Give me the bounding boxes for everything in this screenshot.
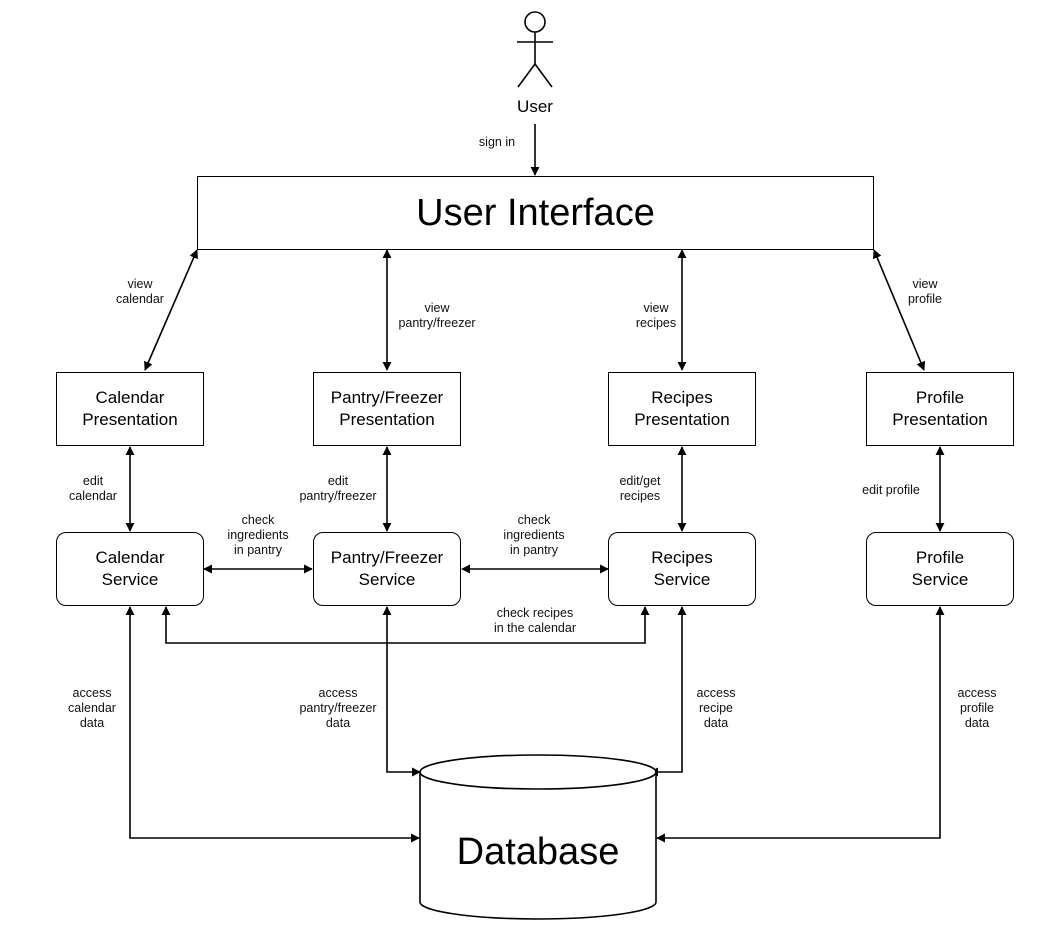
profile-presentation-label: Profile Presentation [892, 388, 988, 429]
pantry-presentation-box[interactable]: Pantry/Freezer Presentation [313, 372, 461, 446]
pantry-presentation-label: Pantry/Freezer Presentation [330, 388, 444, 429]
access-profile-label: access profile data [957, 686, 997, 730]
user-label: User [517, 97, 553, 116]
calendar-service-box[interactable]: Calendar Service [56, 532, 204, 606]
profile-service-box[interactable]: Profile Service [866, 532, 1014, 606]
database-label: Database [456, 831, 620, 873]
edit-pantry-label: edit pantry/freezer [299, 474, 377, 503]
view-calendar-label: view calendar [116, 277, 164, 306]
recipes-service-box[interactable]: Recipes Service [608, 532, 756, 606]
calendar-presentation-label: Calendar Presentation [82, 388, 178, 429]
user-interface-label: User Interface [416, 192, 655, 234]
edit-calendar-label: edit calendar [69, 474, 117, 503]
edit-recipes-label: edit/get recipes [619, 474, 661, 503]
view-profile-label: view profile [907, 277, 943, 306]
profile-presentation-box[interactable]: Profile Presentation [866, 372, 1014, 446]
profile-service-label: Profile Service [911, 548, 969, 589]
user-interface-box[interactable]: User Interface [197, 176, 874, 250]
recipes-presentation-label: Recipes Presentation [634, 388, 730, 429]
check-ingredients-label-right: check ingredients in pantry [503, 513, 565, 557]
access-calendar-arrow [125, 606, 420, 843]
pantry-service-box[interactable]: Pantry/Freezer Service [313, 532, 461, 606]
check-ingredients-label-left: check ingredients in pantry [227, 513, 289, 557]
access-pantry-label: access pantry/freezer data [299, 686, 377, 730]
access-pantry-arrow [382, 606, 421, 777]
access-calendar-label: access calendar data [68, 686, 116, 730]
view-calendar-arrow [144, 249, 198, 371]
access-recipe-label: access recipe data [696, 686, 736, 730]
calendar-presentation-box[interactable]: Calendar Presentation [56, 372, 204, 446]
check-recipes-calendar-label: check recipes in the calendar [493, 606, 576, 635]
user-actor-figure [517, 11, 553, 88]
recipes-presentation-box[interactable]: Recipes Presentation [608, 372, 756, 446]
pantry-service-label: Pantry/Freezer Service [330, 548, 444, 589]
view-profile-arrow [872, 249, 926, 371]
view-pantry-label: view pantry/freezer [398, 301, 476, 330]
database-cylinder [419, 754, 657, 920]
edit-profile-label: edit profile [862, 483, 920, 497]
access-recipe-arrow [649, 606, 687, 777]
view-recipes-label: view recipes [635, 301, 677, 330]
calendar-service-label: Calendar Service [95, 548, 165, 589]
recipes-service-label: Recipes Service [651, 548, 713, 589]
access-profile-arrow [656, 606, 945, 843]
sign-in-label: sign in [478, 135, 516, 149]
